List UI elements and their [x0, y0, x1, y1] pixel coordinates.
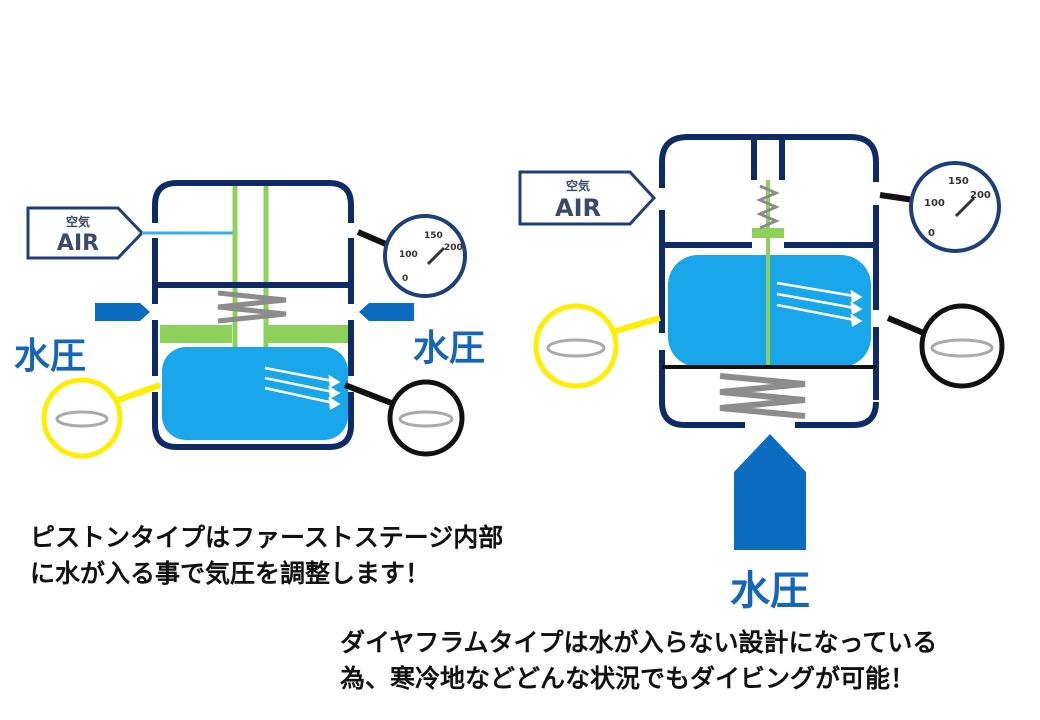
- piston-plate-center: [232, 325, 266, 343]
- piston-water-pressure-right: 水圧: [413, 328, 485, 369]
- diaphragm-water-arrow: [734, 434, 806, 550]
- diaphragm-water-pressure: 水圧: [730, 568, 810, 614]
- piston-pressure-gauge: 150 200 100 0: [356, 214, 467, 298]
- diaphragm-black-magnifier: [886, 303, 1005, 389]
- piston-gauge-needle: [426, 246, 446, 266]
- piston-caption-line2: に水が入る事で気圧を調整します！: [30, 559, 431, 588]
- piston-spring: [217, 290, 287, 324]
- piston-gauge-tick-200: 200: [444, 243, 463, 253]
- piston-caption-line1: ピストンタイプはファーストステージ内部: [30, 523, 504, 552]
- diaphragm-upper-spring: [756, 184, 780, 230]
- diaphragm-body-frame: [659, 134, 879, 428]
- diaphragm-gauge-tick-150: 150: [948, 176, 969, 187]
- diaphragm-pressure-gauge: 150 200 100 0: [879, 161, 1001, 253]
- diaphragm-yellow-magnifier: [533, 303, 661, 389]
- diaphragm-air-label-bottom: AIR: [555, 194, 601, 222]
- piston-air-label: 空気 AIR: [26, 206, 145, 260]
- piston-water-arrow-right: [359, 303, 414, 321]
- diaphragm-gauge-tick-0: 0: [928, 228, 935, 239]
- diaphragm-flow-arrows: [776, 281, 863, 328]
- piston-yellow-magnifier: [41, 377, 162, 459]
- piston-black-magnifier: [343, 379, 465, 457]
- diaphragm-type-diagram: 空気 AIR: [518, 134, 1005, 614]
- piston-water-pressure-left: 水圧: [14, 336, 86, 377]
- diaphragm-gauge-needle: [954, 196, 976, 218]
- piston-gauge-tick-100: 100: [399, 250, 418, 260]
- diaphragm-lower-spring: [719, 373, 806, 419]
- piston-flow-arrows: [264, 366, 341, 411]
- piston-air-label-top: 空気: [66, 214, 90, 229]
- diaphragm-air-label-top: 空気: [566, 178, 590, 193]
- diaphragm-gauge-tick-200: 200: [970, 190, 991, 201]
- diaphragm-gauge-tick-100: 100: [924, 198, 945, 209]
- piston-caption: ピストンタイプはファーストステージ内部 に水が入る事で気圧を調整します！: [30, 520, 503, 592]
- diaphragm-caption-line1: ダイヤフラムタイプは水が入らない設計になっている: [340, 628, 938, 657]
- piston-body-frame: [152, 180, 354, 450]
- diaphragm-caption: ダイヤフラムタイプは水が入らない設計になっている 為、寒冷地などどんな状況でもダ…: [340, 625, 937, 697]
- piston-water-chamber: [162, 347, 348, 440]
- piston-water-arrow-left: [95, 303, 150, 321]
- diaphragm-caption-line2: 為、寒冷地などどんな状況でもダイビングが可能！: [340, 664, 916, 693]
- piston-gauge-tick-0: 0: [402, 274, 408, 284]
- diaphragm-valve-seat: [752, 228, 784, 238]
- piston-air-label-bottom: AIR: [57, 231, 99, 256]
- piston-type-diagram: 空気 AIR: [14, 180, 485, 459]
- piston-gauge-tick-150: 150: [424, 231, 443, 241]
- diaphragm-air-label: 空気 AIR: [518, 170, 657, 226]
